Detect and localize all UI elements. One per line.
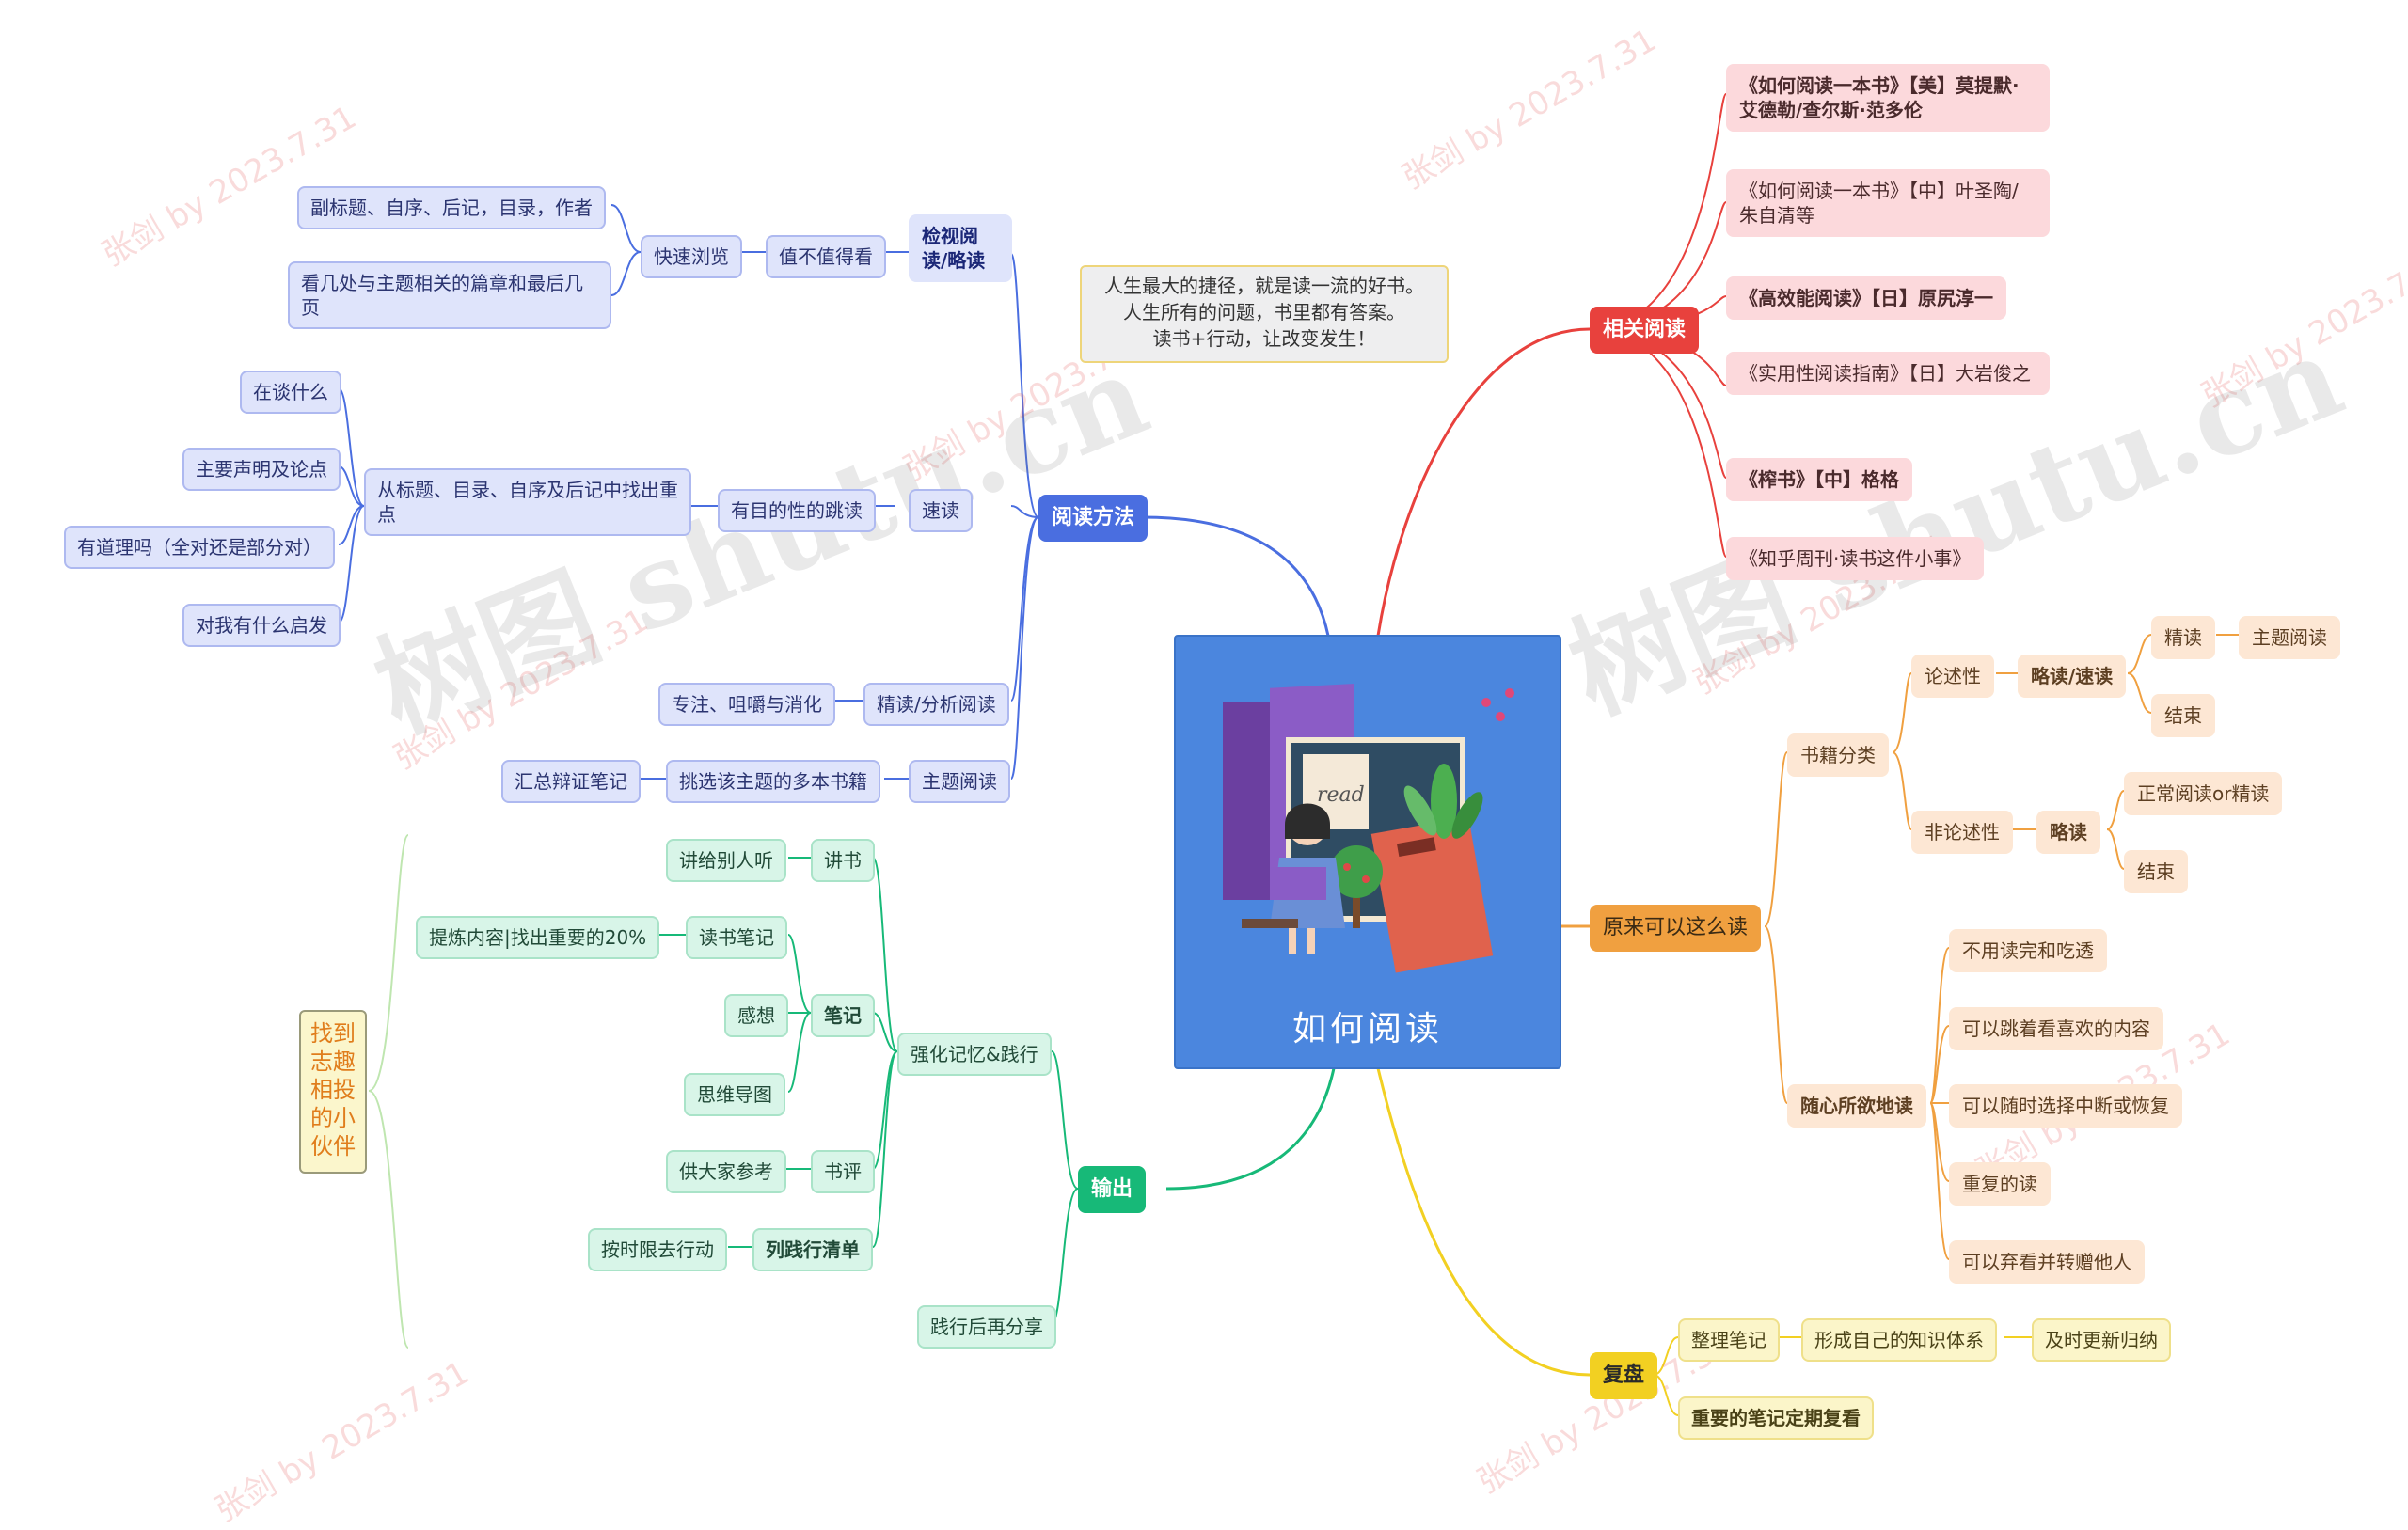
branch-output[interactable]: 输出 xyxy=(1078,1166,1147,1213)
node-regular-review[interactable]: 重要的笔记定期复看 xyxy=(1678,1396,1874,1440)
branch-related-reading[interactable]: 相关阅读 xyxy=(1590,307,1700,354)
central-topic[interactable]: read 如何阅读 xyxy=(1174,635,1561,1069)
node-browse-item[interactable]: 副标题、自序、后记，目录，作者 xyxy=(297,186,606,229)
node-mindmap[interactable]: 思维导图 xyxy=(684,1073,785,1116)
quote-box: 人生最大的捷径，就是读一流的好书。 人生所有的问题，书里都有答案。 读书+行动，… xyxy=(1080,265,1449,363)
node-thematic-reading[interactable]: 主题阅读 xyxy=(909,760,1010,803)
node-non-expository[interactable]: 非论述性 xyxy=(1911,811,2013,854)
svg-text:read: read xyxy=(1317,783,1365,807)
node-knowledge-system[interactable]: 形成自己的知识体系 xyxy=(1801,1318,1997,1362)
quote-line: 读书+行动，让改变发生！ xyxy=(1152,327,1376,350)
node-free-item[interactable]: 可以弃看并转赠他人 xyxy=(1949,1240,2145,1284)
node-speed-question[interactable]: 对我有什么启发 xyxy=(182,604,341,647)
node-related-book[interactable]: 《实用性阅读指南》【日】大岩俊之 xyxy=(1726,352,2050,395)
node-speed-reading[interactable]: 速读 xyxy=(909,489,973,532)
node-intensive-detail[interactable]: 专注、咀嚼与消化 xyxy=(658,683,835,726)
node-pick-books[interactable]: 挑选该主题的多本书籍 xyxy=(666,760,880,803)
node-related-book[interactable]: 《如何阅读一本书》【中】叶圣陶/朱自清等 xyxy=(1726,169,2050,237)
node-free-item[interactable]: 重复的读 xyxy=(1949,1162,2051,1206)
node-free-item[interactable]: 可以跳着看喜欢的内容 xyxy=(1949,1007,2163,1050)
node-strengthen-practice[interactable]: 强化记忆&践行 xyxy=(897,1033,1052,1076)
node-organize-notes[interactable]: 整理笔记 xyxy=(1678,1318,1780,1362)
node-related-book[interactable]: 《高效能阅读》【日】原尻淳一 xyxy=(1726,276,2006,320)
node-free-item[interactable]: 不用读完和吃透 xyxy=(1949,929,2107,972)
node-refine-content[interactable]: 提炼内容|找出重要的20% xyxy=(416,916,660,959)
node-book-classification[interactable]: 书籍分类 xyxy=(1787,733,1889,777)
node-update-timely[interactable]: 及时更新归纳 xyxy=(2032,1318,2171,1362)
node-intensive[interactable]: 精读 xyxy=(2151,616,2215,659)
node-browse-item[interactable]: 看几处与主题相关的篇章和最后几页 xyxy=(288,261,611,329)
node-lecture-item[interactable]: 讲给别人听 xyxy=(666,839,786,882)
node-quick-browse[interactable]: 快速浏览 xyxy=(641,235,742,278)
node-skim[interactable]: 略读 xyxy=(2036,811,2100,854)
node-thoughts[interactable]: 感想 xyxy=(724,994,788,1037)
node-reading-notes[interactable]: 读书笔记 xyxy=(686,916,787,959)
node-lecture[interactable]: 讲书 xyxy=(811,839,875,882)
node-speed-question[interactable]: 在谈什么 xyxy=(240,371,341,414)
floating-find-partners[interactable]: 找到志趣相投的小伙伴 xyxy=(299,1010,367,1174)
node-end[interactable]: 结束 xyxy=(2151,694,2215,737)
node-purposeful-skip[interactable]: 有目的性的跳读 xyxy=(718,489,876,532)
node-related-book[interactable]: 《榨书》【中】格格 xyxy=(1726,458,1912,501)
node-review-item[interactable]: 供大家参考 xyxy=(666,1150,786,1193)
node-skim-speed[interactable]: 略读/速读 xyxy=(2018,655,2127,698)
node-normal-reading[interactable]: 正常阅读or精读 xyxy=(2124,772,2283,815)
branch-reading-methods[interactable]: 阅读方法 xyxy=(1038,495,1149,542)
node-end[interactable]: 结束 xyxy=(2124,850,2188,893)
quote-line: 人生所有的问题，书里都有答案。 xyxy=(1123,301,1405,323)
node-related-book[interactable]: 《如何阅读一本书》【美】莫提默·艾德勒/查尔斯·范多伦 xyxy=(1726,64,2050,132)
node-speed-question[interactable]: 主要声明及论点 xyxy=(182,448,341,491)
node-worth-reading[interactable]: 值不值得看 xyxy=(766,235,886,278)
node-speed-question[interactable]: 有道理吗（全对还是部分对） xyxy=(64,526,335,569)
node-inspectional-reading[interactable]: 检视阅读/略读 xyxy=(909,214,1012,282)
node-read-freely[interactable]: 随心所欲地读 xyxy=(1787,1084,1926,1128)
reading-girl-illustration: read xyxy=(1223,684,1514,973)
node-share-after-practice[interactable]: 践行后再分享 xyxy=(917,1305,1056,1349)
node-notes[interactable]: 笔记 xyxy=(811,994,875,1037)
central-topic-title: 如何阅读 xyxy=(1291,1010,1443,1049)
node-expository[interactable]: 论述性 xyxy=(1911,655,1994,698)
node-thematic[interactable]: 主题阅读 xyxy=(2239,616,2340,659)
node-find-focus[interactable]: 从标题、目录、自序及后记中找出重点 xyxy=(364,468,691,536)
node-act-on-time[interactable]: 按时限去行动 xyxy=(588,1228,727,1271)
node-free-item[interactable]: 可以随时选择中断或恢复 xyxy=(1949,1084,2182,1128)
branch-can-read[interactable]: 原来可以这么读 xyxy=(1590,905,1762,952)
node-dialectic-notes[interactable]: 汇总辩证笔记 xyxy=(501,760,641,803)
node-book-review[interactable]: 书评 xyxy=(811,1150,875,1193)
node-intensive-reading[interactable]: 精读/分析阅读 xyxy=(863,683,1009,726)
branch-review[interactable]: 复盘 xyxy=(1590,1352,1658,1399)
node-related-book[interactable]: 《知乎周刊·读书这件小事》 xyxy=(1726,537,1985,580)
quote-line: 人生最大的捷径，就是读一流的好书。 xyxy=(1104,275,1424,297)
node-practice-checklist[interactable]: 列践行清单 xyxy=(752,1228,873,1271)
